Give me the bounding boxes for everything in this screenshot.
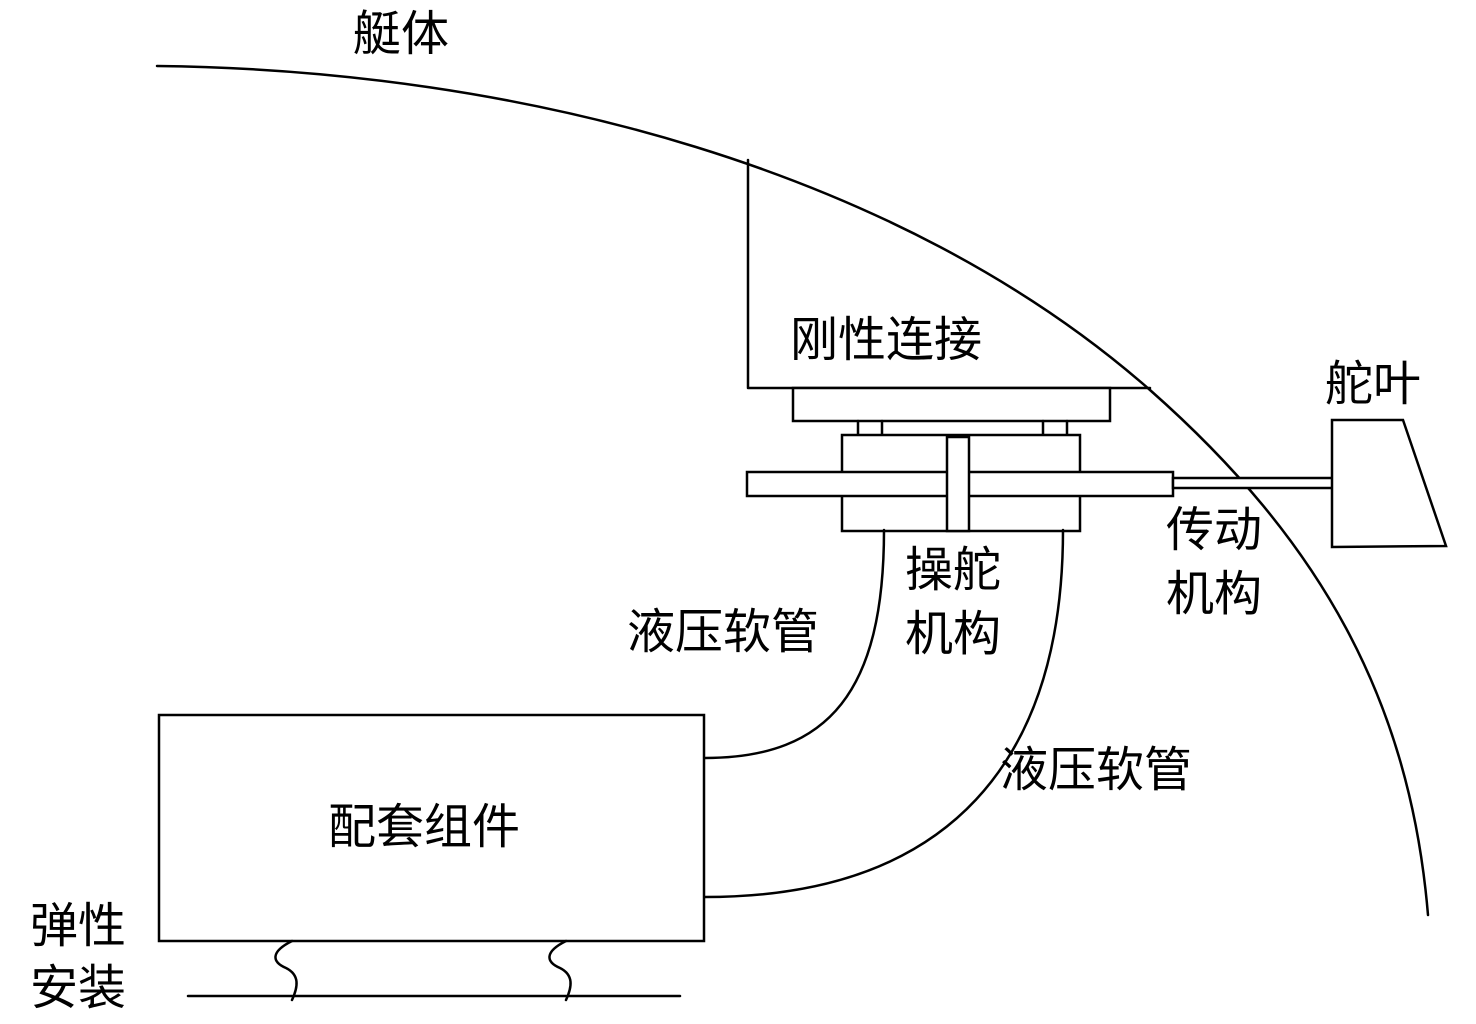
label-steering-line1: 操舵 <box>905 542 1001 598</box>
elastic-mount-spring-left <box>274 939 298 1002</box>
elastic-mount-spring-right <box>548 939 572 1002</box>
transmission-shaft <box>1171 476 1335 490</box>
label-transmission-line1: 传动 <box>1166 502 1262 558</box>
mounting-plate <box>791 386 1112 423</box>
rudder-blade <box>1330 418 1448 549</box>
piston <box>945 435 971 533</box>
label-elastic-mount-line1: 弹性 <box>30 898 126 954</box>
hull-outline <box>155 64 1430 917</box>
label-hull: 艇体 <box>353 6 449 62</box>
label-support-assembly: 配套组件 <box>328 799 520 855</box>
label-rigid-connection: 刚性连接 <box>790 312 982 368</box>
hydraulic-hose-upper <box>703 528 886 760</box>
label-hydraulic-hose-lower: 液压软管 <box>1000 742 1192 798</box>
support-assembly-box <box>157 713 706 943</box>
label-rudder-blade: 舵叶 <box>1325 356 1421 412</box>
hydraulic-hose-lower <box>703 528 1065 899</box>
label-hydraulic-hose-upper: 液压软管 <box>627 604 819 660</box>
label-transmission-line2: 机构 <box>1166 566 1262 622</box>
label-steering-line2: 机构 <box>905 606 1001 662</box>
label-elastic-mount-line2: 安装 <box>30 960 126 1016</box>
